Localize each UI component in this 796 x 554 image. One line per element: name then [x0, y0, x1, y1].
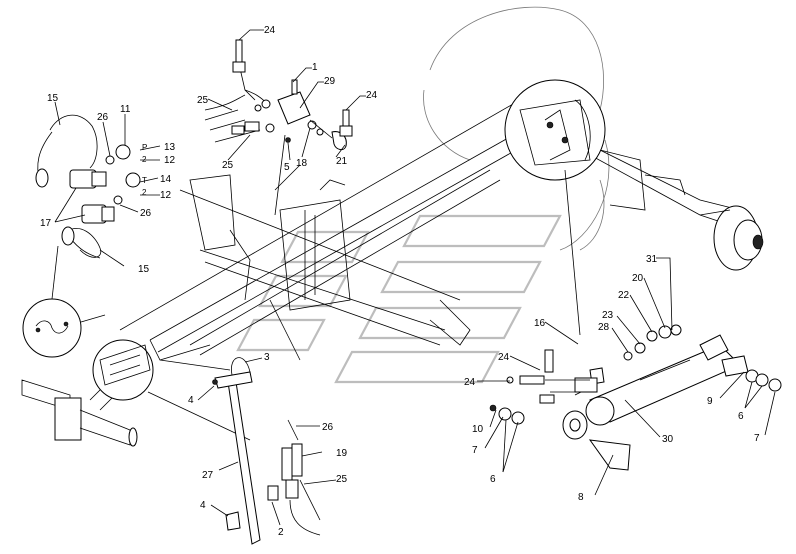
callout-25: 25: [336, 474, 348, 485]
callout-26: 26: [140, 208, 152, 219]
callout-3: 3: [264, 352, 270, 363]
callout-22: 22: [618, 290, 630, 301]
port-mark-p2: 2: [142, 155, 147, 164]
callout-20: 20: [632, 273, 644, 284]
callout-7: 7: [754, 433, 760, 444]
callout-15: 15: [47, 93, 59, 104]
callout-8: 8: [578, 492, 584, 503]
callout-11: 11: [120, 104, 131, 115]
valve-block-assembly: [204, 39, 353, 151]
callout-12: 12: [160, 190, 172, 201]
callout-31: 31: [646, 254, 658, 265]
hydraulic-cylinder-assembly: [489, 324, 782, 471]
callout-30: 30: [662, 434, 674, 445]
callout-19: 19: [336, 448, 348, 459]
trailer-frame: [99, 99, 741, 381]
callout-24: 24: [498, 352, 510, 363]
callout-1: 1: [312, 62, 318, 73]
callout-2: 2: [278, 527, 284, 538]
callout-27: 27: [202, 470, 214, 481]
callout-21: 21: [336, 156, 348, 167]
callout-labels: 24 1 29 25 24 25 5 18 21 15 26 11 13 12 …: [40, 25, 760, 538]
callout-16: 16: [534, 318, 546, 329]
callout-12: 12: [164, 155, 176, 166]
callout-4: 4: [188, 395, 194, 406]
coupler-assembly: [35, 114, 141, 259]
callout-17: 17: [40, 218, 52, 229]
callout-28: 28: [598, 322, 610, 333]
callout-6: 6: [490, 474, 496, 485]
detail-circle-brake: [504, 79, 606, 181]
coupler-port-marks: P 2 T 2: [142, 143, 147, 197]
callout-24: 24: [264, 25, 276, 36]
callout-7: 7: [472, 445, 478, 456]
bracket-assembly: [212, 357, 321, 545]
callout-10: 10: [472, 424, 484, 435]
port-mark-t: T: [142, 176, 147, 185]
callout-6: 6: [738, 411, 744, 422]
callout-15: 15: [138, 264, 150, 275]
callout-23: 23: [602, 310, 614, 321]
callout-13: 13: [164, 142, 176, 153]
watermark-logo: [236, 214, 562, 384]
callout-25: 25: [197, 95, 209, 106]
callout-4: 4: [200, 500, 206, 511]
wheel-outline: [423, 6, 610, 251]
callout-26: 26: [97, 112, 109, 123]
callout-5: 5: [284, 162, 290, 173]
callout-leaders: [54, 29, 776, 526]
detail-leader-lines: [51, 134, 581, 441]
detail-circle-hitch: [92, 339, 154, 401]
port-mark-p: P: [142, 143, 147, 152]
callout-24: 24: [464, 377, 476, 388]
callout-14: 14: [160, 174, 172, 185]
rear-hub: [699, 205, 764, 271]
callout-26: 26: [322, 422, 334, 433]
port-mark-t2: 2: [142, 188, 147, 197]
front-axle: [21, 379, 138, 447]
callout-9: 9: [707, 396, 713, 407]
callout-18: 18: [296, 158, 308, 169]
callout-29: 29: [324, 76, 336, 87]
detail-circle-coupler: [22, 298, 106, 358]
callout-24: 24: [366, 90, 378, 101]
callout-25: 25: [222, 160, 234, 171]
